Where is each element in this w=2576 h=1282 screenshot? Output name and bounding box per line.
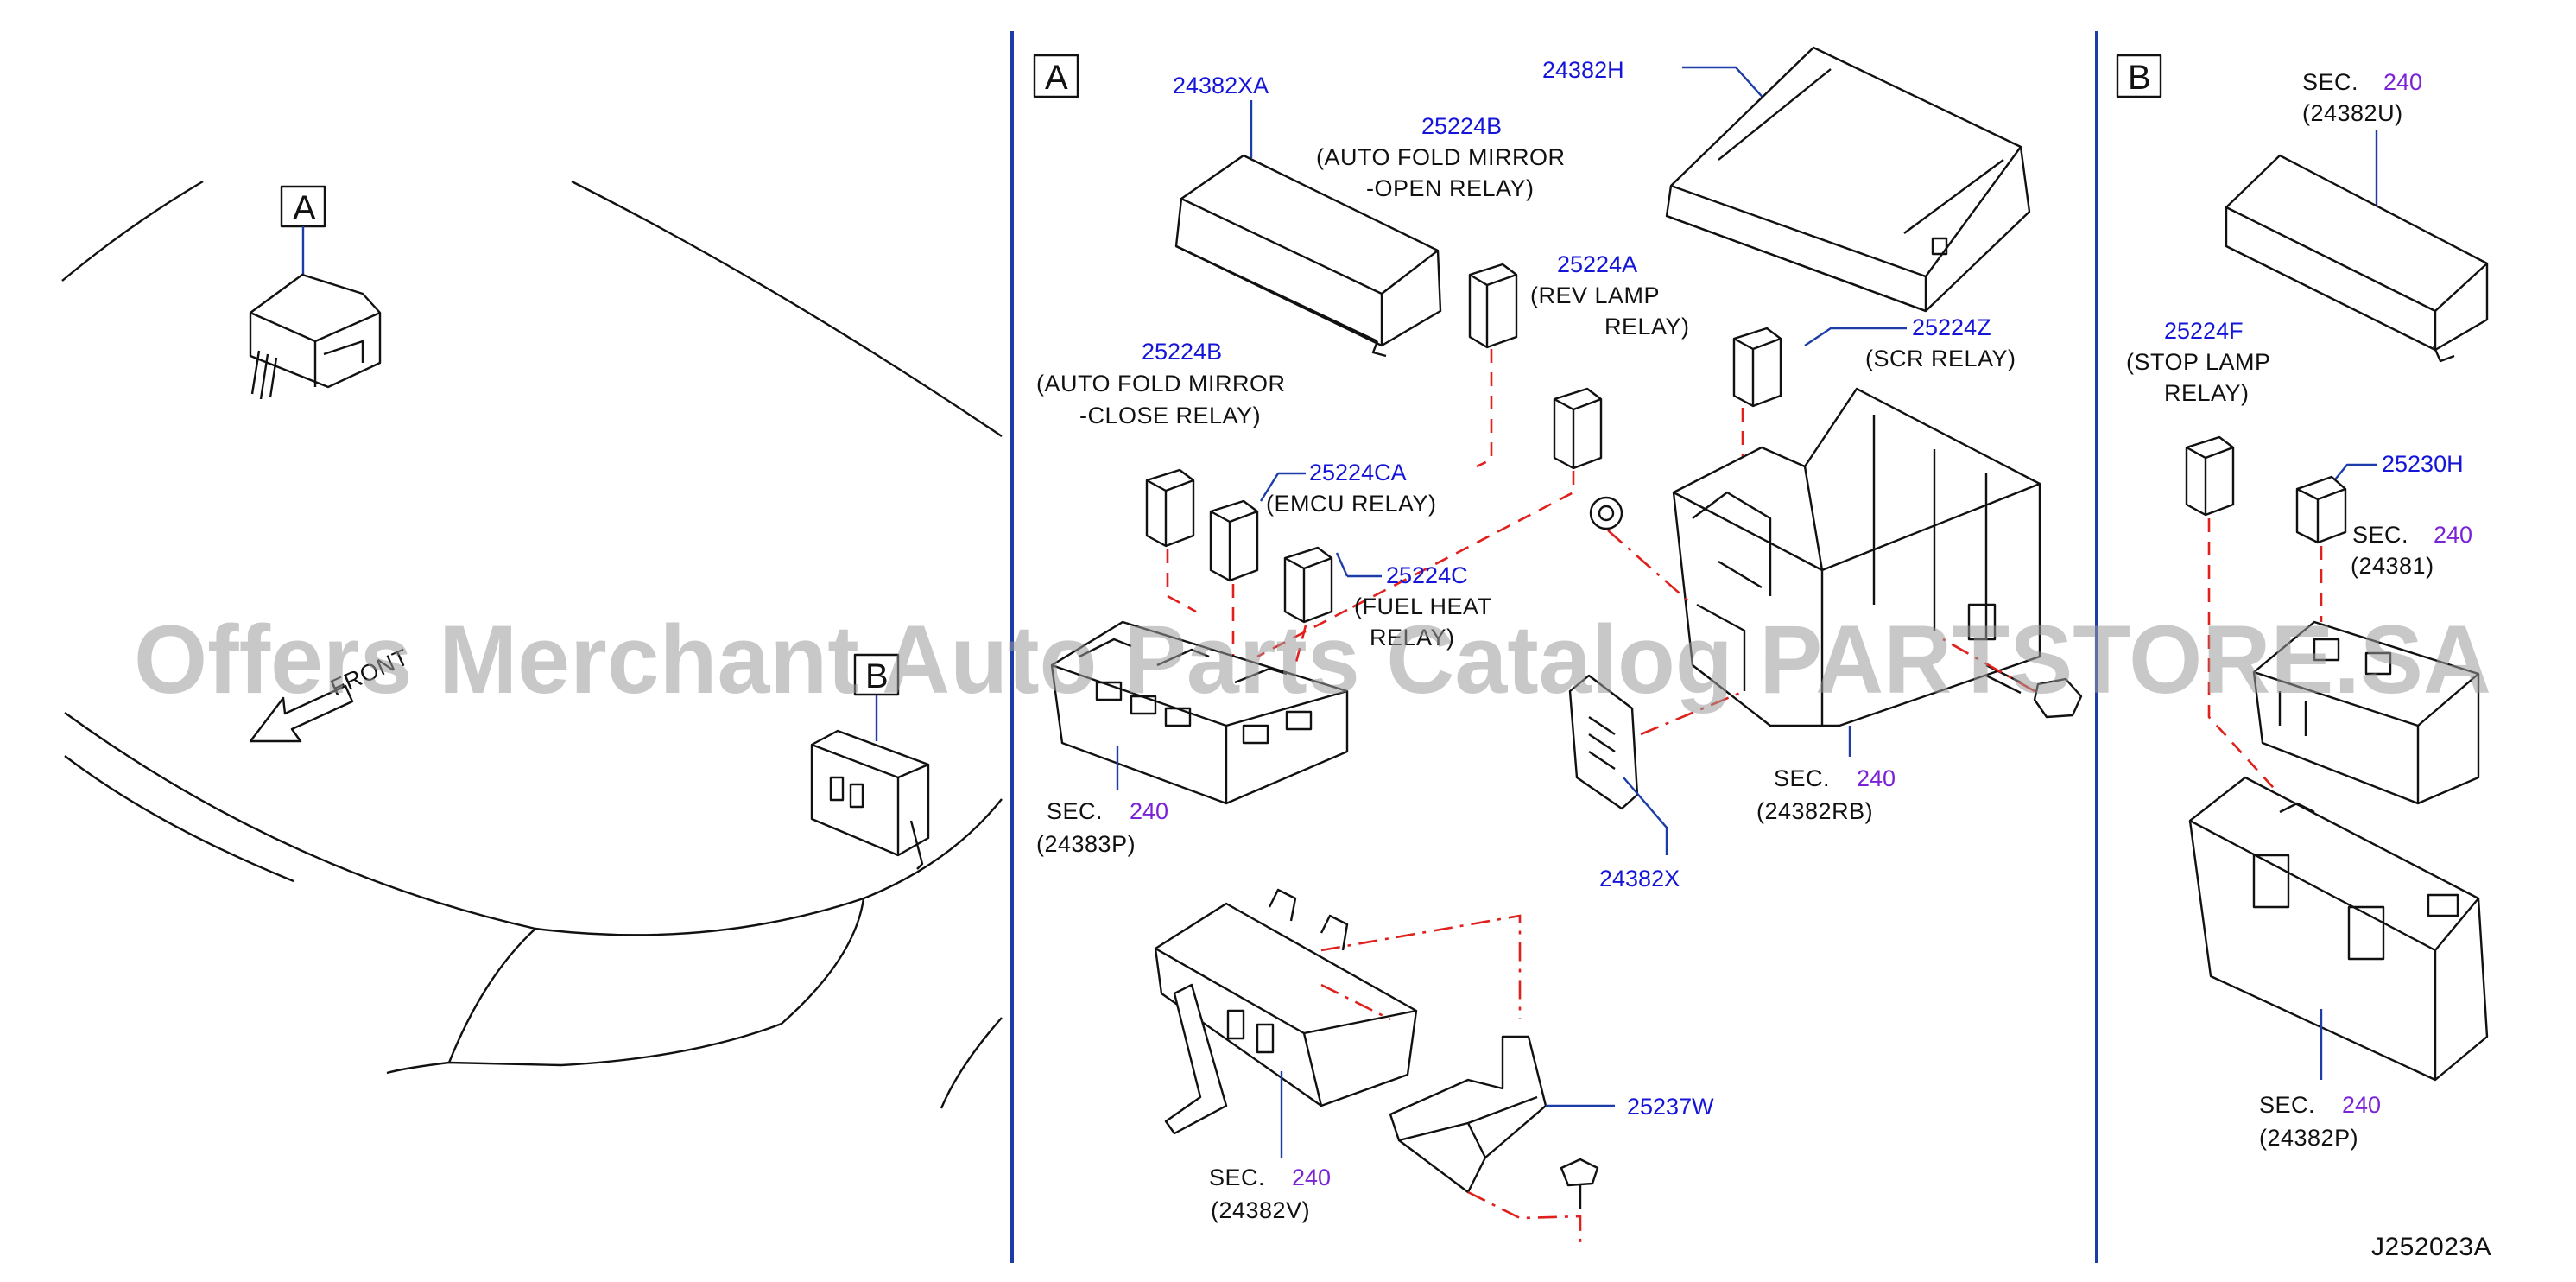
watermark-text: Offers Merchant Auto Parts Catalog PARTS… [134,606,2491,714]
relay-auto-fold-close-icon [1145,468,1195,548]
relay-rev-desc-2: RELAY) [1604,314,1690,340]
relay-rev-lamp-icon [1553,387,1603,470]
sec-24382rb-word: SEC. [1774,765,1830,791]
relay-auto-fold-open-icon [1468,263,1518,349]
bracket-25237w-icon [1389,1035,1547,1194]
sec-24382p-num[interactable]: 240 [2342,1092,2381,1118]
panel-a-label: A [1045,59,1068,97]
relay-stop-desc-2: RELAY) [2164,380,2250,406]
sec-24381-part: (24381) [2351,553,2434,579]
callout-box-a [280,185,326,228]
diagram-code: J252023A [2371,1233,2491,1261]
part-24382xa[interactable]: 24382XA [1173,73,1269,98]
part-25224f[interactable]: 25224F [2164,318,2244,344]
sec-24383p-part: (24383P) [1036,831,1136,857]
part-24382h[interactable]: 24382H [1542,57,1624,83]
panel-b-box [2116,54,2162,98]
sec-24382p-word: SEC. [2259,1092,2315,1118]
relay-emcu-desc: (EMCU RELAY) [1266,491,1437,517]
sec-24382u-word: SEC. [2302,69,2358,95]
relay-fuel-desc-1: (FUEL HEAT [1354,593,1492,619]
relay-stop-lamp-icon [2185,435,2235,517]
sec-24383p-word: SEC. [1047,798,1103,824]
sec-24382u-part: (24382U) [2302,100,2403,126]
panel-a-box [1033,54,1079,98]
relay-box-24382rb-icon [1672,387,2041,727]
bolt-icon [1985,663,2083,719]
front-arrow-icon [249,684,354,743]
relay-25230h-icon [2295,475,2347,544]
screw-icon [1560,1158,1599,1209]
part-25224a[interactable]: 25224A [1557,251,1637,277]
relay-stop-desc-1: (STOP LAMP [2126,349,2271,375]
relay-fuel-heat-icon [1283,546,1333,624]
sec-24382p-part: (24382P) [2259,1125,2358,1151]
fuse-block-24383p-icon [1050,620,1349,805]
callout-box-b [853,653,900,696]
fuse-box-b-icon [810,729,930,870]
relay-close-desc-2: -CLOSE RELAY) [1079,403,1261,428]
clip-nut-icon [1589,496,1623,530]
relay-open-desc-2: -OPEN RELAY) [1366,175,1535,201]
part-25224c[interactable]: 25224C [1386,562,1468,588]
cover-24382xa-icon [1174,154,1442,358]
sec-24382v-part: (24382V) [1211,1197,1310,1223]
sec-24382v-num[interactable]: 240 [1292,1165,1331,1190]
sec-24382rb-part: (24382RB) [1756,798,1873,824]
panel-b-label: B [2128,59,2151,97]
sec-24383p-num[interactable]: 240 [1130,798,1168,824]
relay-rev-desc-1: (REV LAMP [1530,282,1660,308]
callout-b-label: B [865,657,889,695]
cover-24382u-icon [2225,154,2489,363]
fuse-block-24381-icon [2252,620,2480,805]
part-25224z[interactable]: 25224Z [1912,314,1991,340]
relay-fuel-desc-2: RELAY) [1370,625,1455,651]
fuse-box-a-icon [249,273,382,400]
sec-24381-num[interactable]: 240 [2434,522,2472,548]
bracket-tray-24382v-icon [1154,888,1418,1135]
relay-close-desc-1: (AUTO FOLD MIRROR [1036,371,1286,397]
relay-open-desc-1: (AUTO FOLD MIRROR [1316,144,1566,170]
part-25224b-open[interactable]: 25224B [1421,113,1502,139]
fuse-box-24382p-icon [2188,776,2489,1082]
relay-scr-icon [1732,327,1782,408]
sec-24382rb-num[interactable]: 240 [1857,765,1896,791]
part-25224ca[interactable]: 25224CA [1309,460,1407,486]
relay-emcu-icon [1209,499,1259,582]
callout-a-label: A [293,189,316,227]
sec-24382v-word: SEC. [1209,1165,1265,1190]
part-25237w[interactable]: 25237W [1627,1094,1714,1120]
sec-24382u-num[interactable]: 240 [2383,69,2422,95]
part-24382x[interactable]: 24382X [1599,866,1680,892]
part-25224b-close[interactable]: 25224B [1142,339,1222,365]
cover-24382h-icon [1665,46,2031,313]
vehicle-outline [61,180,1003,1109]
sec-24381-word: SEC. [2352,522,2408,548]
part-25230h[interactable]: 25230H [2382,451,2464,477]
relay-scr-desc: (SCR RELAY) [1865,346,2016,371]
